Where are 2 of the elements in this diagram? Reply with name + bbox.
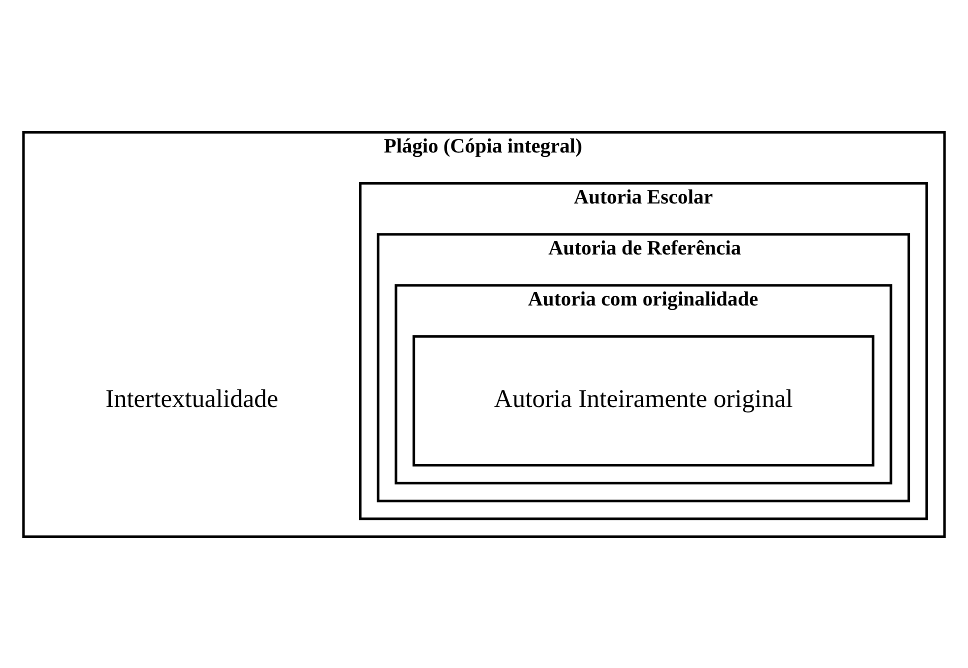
node-box: Autoria Inteiramente original — [412, 334, 874, 466]
label: Intertextualidade — [106, 384, 278, 413]
